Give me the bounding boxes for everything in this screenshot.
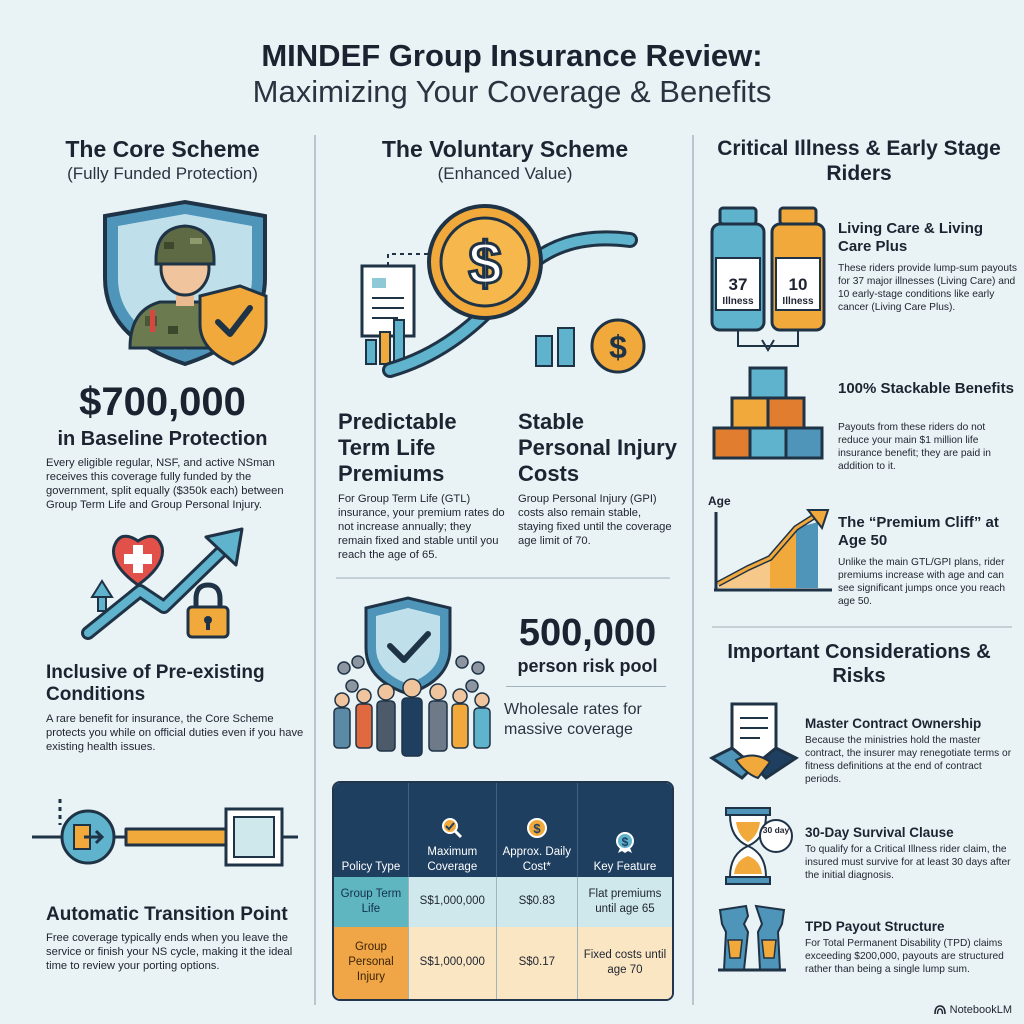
preexisting-heading: Inclusive of Pre-existing Conditions — [46, 662, 265, 705]
table-cell: Group Term Life — [334, 877, 409, 927]
baseline-caption: in Baseline Protection — [57, 428, 268, 450]
table-header-daily-cost: $ Approx. Daily Cost* — [496, 783, 578, 877]
svg-text:$: $ — [622, 835, 629, 849]
table-cell: S$1,000,000 — [408, 926, 497, 999]
risk-pool-underline — [506, 686, 666, 687]
table-cell: S$0.17 — [496, 926, 578, 999]
transition-icon — [32, 799, 298, 867]
table-cell: S$0.83 — [496, 877, 578, 927]
stacked-blocks-icon — [712, 366, 824, 460]
core-scheme-subheading: (Fully Funded Protection) — [67, 164, 258, 183]
premium-cliff-body: Unlike the main GTL/GPI plans, rider pre… — [838, 557, 1006, 607]
notebooklm-brand: NotebookLM — [933, 1004, 1012, 1016]
age-axis-label: Age — [708, 494, 731, 508]
gpi-body: Group Personal Injury (GPI) costs also r… — [518, 493, 672, 547]
table-row: Group Personal Injury S$1,000,000 S$0.17… — [334, 926, 672, 999]
transition-heading: Automatic Transition Point — [46, 904, 288, 925]
tpd-heading: TPD Payout Structure — [805, 919, 945, 934]
bottle-37-label: Illness — [722, 296, 754, 307]
risk-pool-caption: person risk pool — [517, 656, 658, 676]
broken-pillars-icon — [718, 904, 786, 972]
gpi-heading: Stable Personal Injury Costs — [518, 409, 677, 486]
table-header-policy-type: Policy Type — [334, 783, 409, 877]
transition-body: Free coverage typically ends when you le… — [46, 932, 293, 972]
hourglass-icon — [725, 807, 793, 885]
master-contract-body: Because the ministries hold the master c… — [805, 735, 1012, 785]
dollar-growth-icon: $ $ — [360, 204, 646, 378]
handshake-contract-icon — [709, 702, 799, 780]
soldier-shield-icon — [103, 199, 268, 367]
magnifier-check-icon — [442, 818, 463, 839]
risks-heading: Important Considerations & Risks — [727, 641, 991, 687]
svg-text:$: $ — [468, 230, 501, 297]
column-divider-right — [692, 135, 694, 1005]
notebooklm-label: NotebookLM — [949, 1004, 1012, 1016]
risk-pool-crowd-icon — [333, 596, 491, 757]
page-title: MINDEF Group Insurance Review: — [261, 38, 763, 73]
heart-growth-icon — [81, 527, 244, 640]
risk-pool-number: 500,000 — [518, 612, 657, 654]
stackable-body: Payouts from these riders do not reduce … — [838, 422, 991, 472]
tpd-body: For Total Permanent Disability (TPD) cla… — [805, 938, 1004, 975]
bottle-10-label: Illness — [782, 296, 814, 307]
bottle-37-number: 37 — [728, 275, 748, 294]
policy-table: Policy Type Maximum Coverage $ Approx. D… — [332, 781, 674, 1001]
table-cell: Fixed costs until age 70 — [577, 926, 672, 999]
right-divider — [712, 626, 1012, 628]
table-cell: Flat premiums until age 65 — [577, 877, 672, 927]
hourglass-30-day-label: 30 day — [762, 825, 790, 835]
gtl-body: For Group Term Life (GTL) insurance, you… — [338, 493, 505, 561]
notebooklm-logo-icon — [933, 1005, 946, 1015]
risk-pool-body: Wholesale rates for massive coverage — [504, 701, 642, 738]
survival-heading: 30-Day Survival Clause — [805, 825, 954, 840]
premium-cliff-chart-icon — [714, 509, 832, 592]
middle-divider — [336, 577, 670, 579]
voluntary-scheme-heading: The Voluntary Scheme — [381, 136, 629, 162]
svg-text:$: $ — [609, 329, 627, 365]
table-header-key-feature: $ Key Feature — [577, 783, 672, 877]
dollar-badge-icon: $ — [615, 832, 634, 853]
pill-bottles-icon — [710, 206, 826, 352]
table-cell: S$1,000,000 — [408, 877, 497, 927]
stackable-heading: 100% Stackable Benefits — [838, 380, 1014, 397]
table-header-max-coverage: Maximum Coverage — [408, 783, 497, 877]
preexisting-body: A rare benefit for insurance, the Core S… — [46, 713, 304, 753]
table-cell: Group Personal Injury — [334, 926, 409, 999]
master-contract-heading: Master Contract Ownership — [805, 716, 982, 731]
survival-body: To qualify for a Critical Illness rider … — [805, 844, 1011, 881]
coin-icon: $ — [526, 818, 547, 838]
riders-heading: Critical Illness & Early Stage Riders — [717, 137, 1001, 185]
page-subtitle: Maximizing Your Coverage & Benefits — [252, 74, 772, 109]
living-care-body: These riders provide lump-sum payouts fo… — [838, 263, 1017, 313]
svg-text:$: $ — [533, 821, 541, 836]
gtl-heading: Predictable Term Life Premiums — [338, 409, 457, 486]
core-scheme-heading: The Core Scheme — [65, 136, 260, 162]
premium-cliff-heading: The “Premium Cliff” at Age 50 — [838, 514, 999, 549]
voluntary-scheme-subheading: (Enhanced Value) — [437, 164, 573, 183]
column-divider-left — [314, 135, 316, 1005]
table-row: Group Term Life S$1,000,000 S$0.83 Flat … — [334, 877, 672, 927]
baseline-amount: $700,000 — [79, 380, 246, 424]
living-care-heading: Living Care & Living Care Plus — [838, 220, 984, 255]
baseline-body: Every eligible regular, NSF, and active … — [46, 457, 284, 511]
bottle-10-number: 10 — [788, 275, 808, 294]
